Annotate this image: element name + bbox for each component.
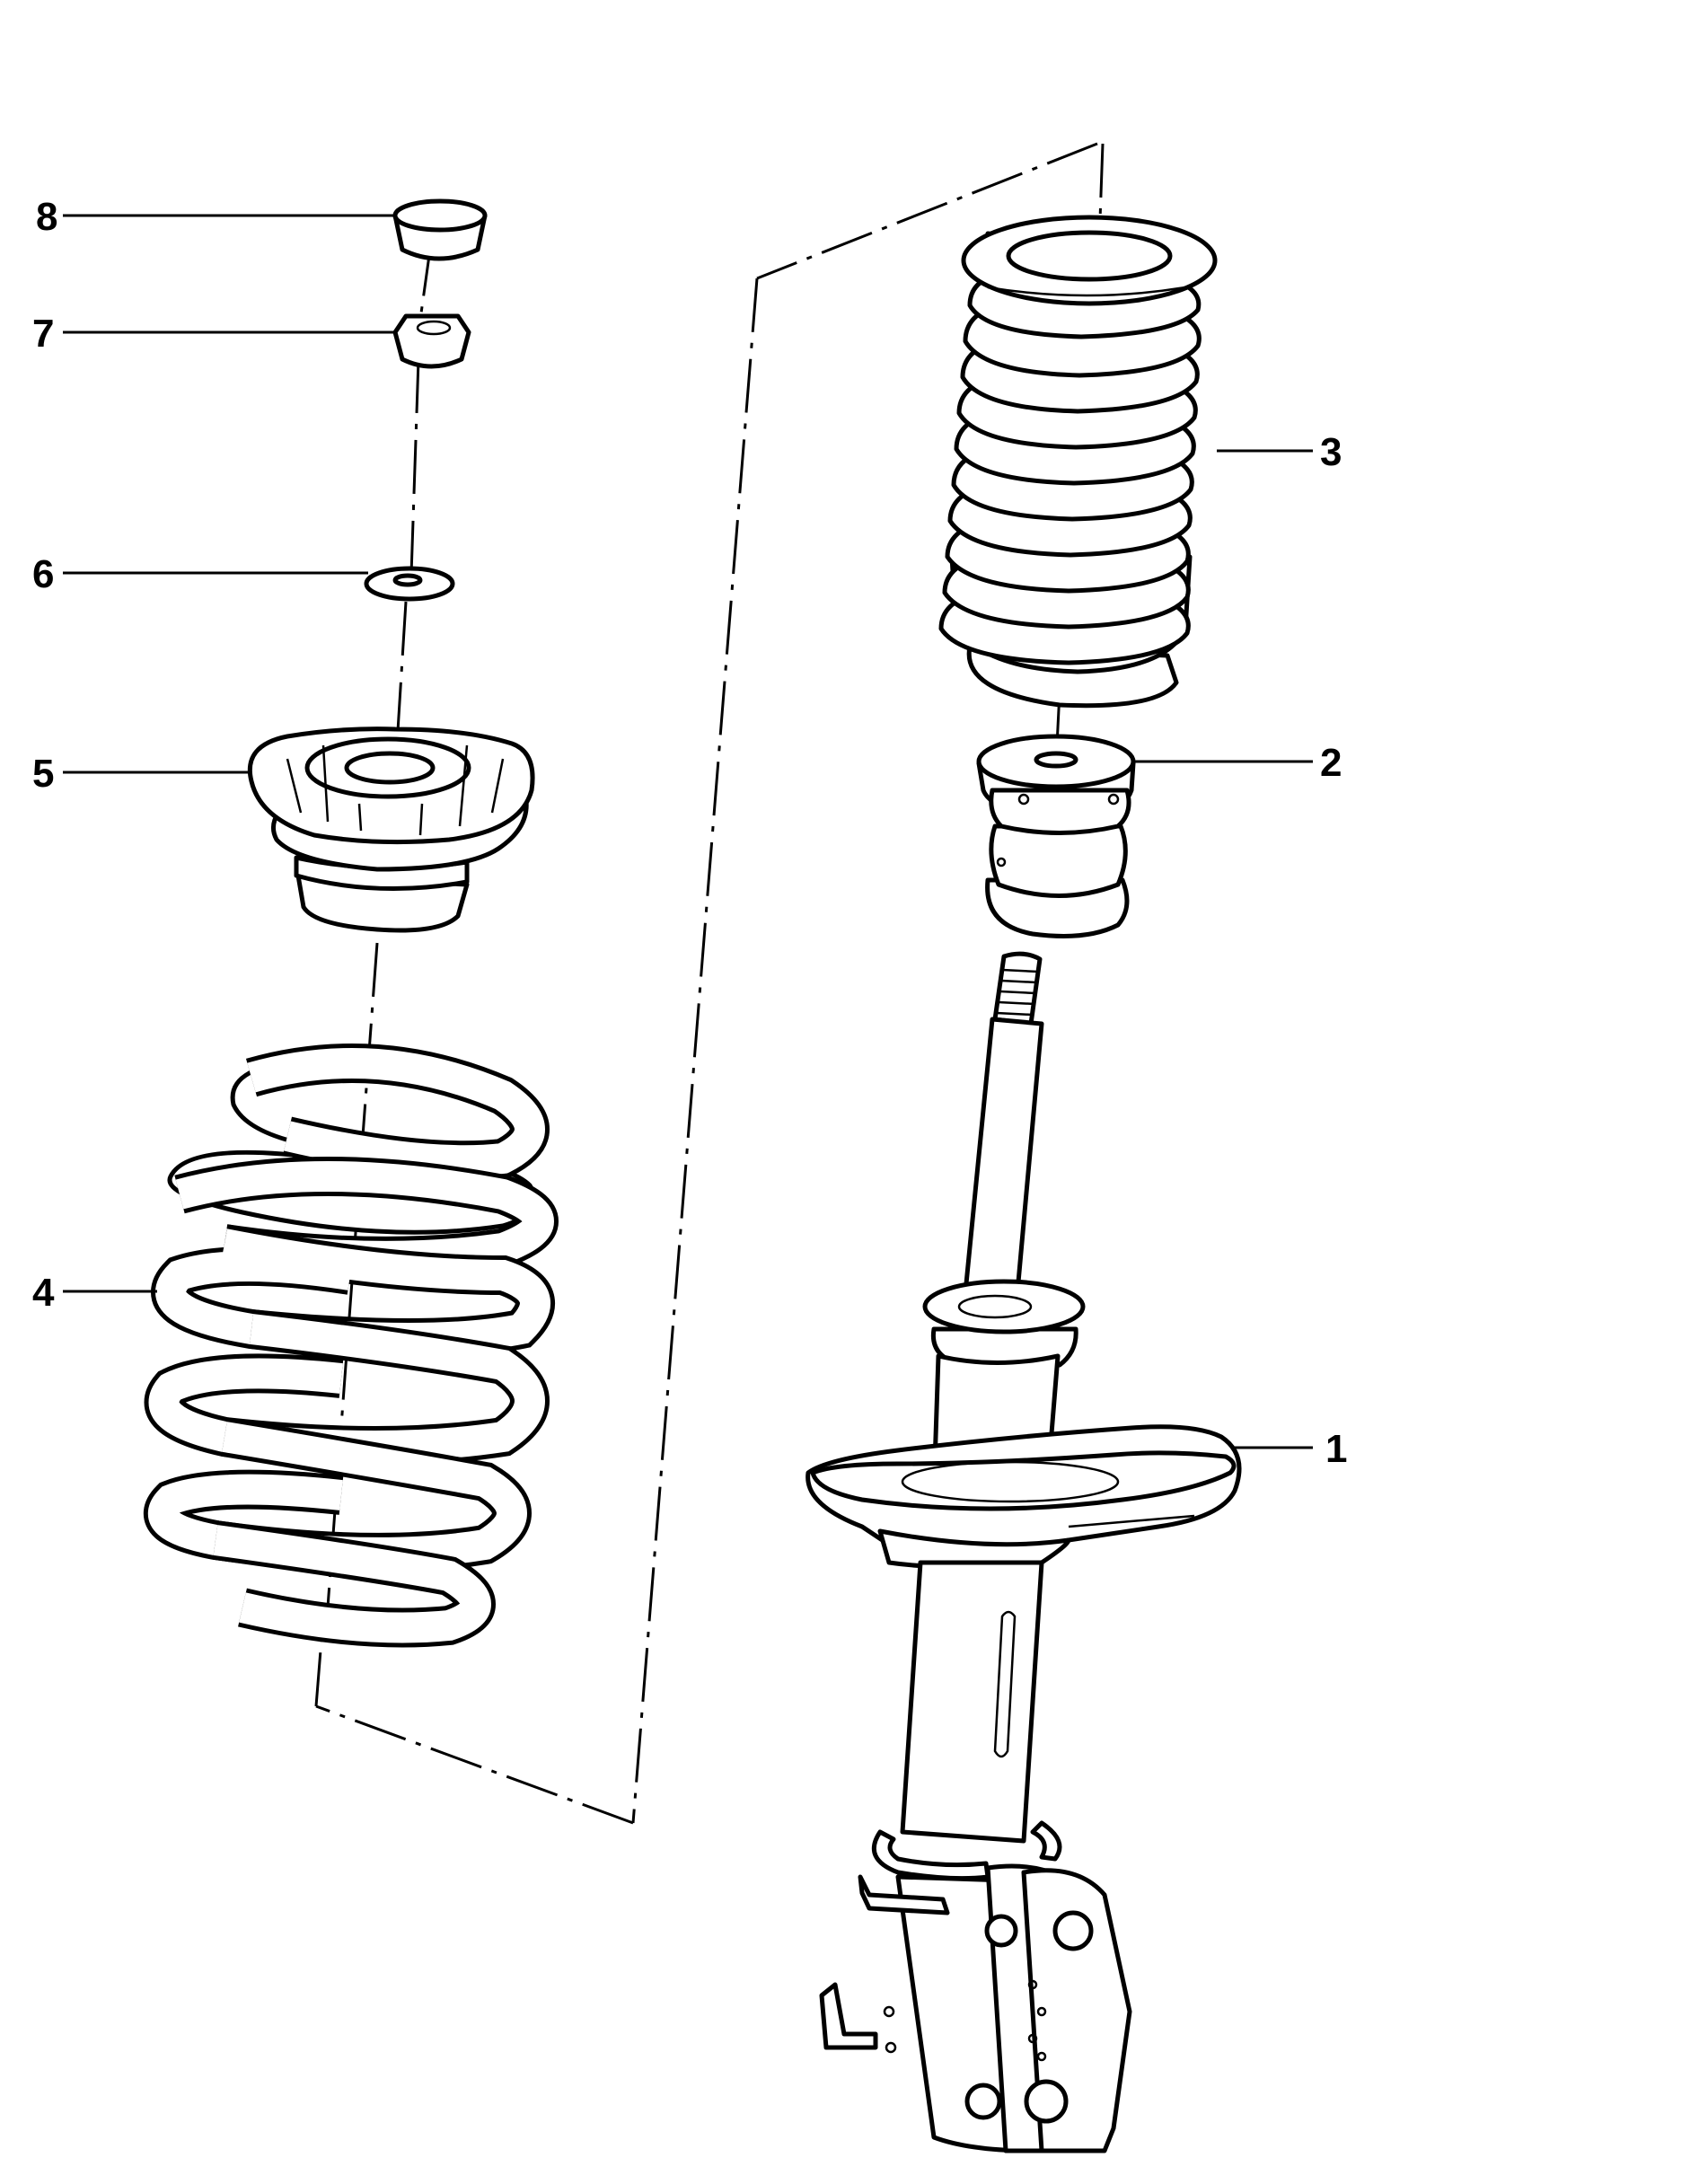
part-5-top-mount bbox=[247, 727, 535, 933]
part-1-strut bbox=[805, 951, 1242, 2153]
callout-3: 3 bbox=[1320, 430, 1342, 474]
part-4-coil-spring bbox=[144, 1044, 559, 1648]
callout-6: 6 bbox=[32, 552, 54, 596]
part-8-cap bbox=[392, 198, 488, 261]
part-6-washer bbox=[364, 566, 455, 602]
callout-leaders bbox=[63, 214, 1313, 1449]
callout-4: 4 bbox=[32, 1271, 55, 1315]
part-7-nut bbox=[392, 313, 471, 369]
callout-5: 5 bbox=[32, 752, 54, 796]
part-3-dust-boot bbox=[938, 215, 1218, 709]
callout-8: 8 bbox=[36, 195, 57, 239]
callout-1: 1 bbox=[1325, 1427, 1347, 1471]
callout-labels: 8 7 6 5 4 3 2 1 bbox=[32, 195, 1347, 1471]
part-2-bump-stop bbox=[976, 734, 1136, 938]
callout-7: 7 bbox=[32, 312, 54, 356]
callout-2: 2 bbox=[1320, 741, 1342, 785]
